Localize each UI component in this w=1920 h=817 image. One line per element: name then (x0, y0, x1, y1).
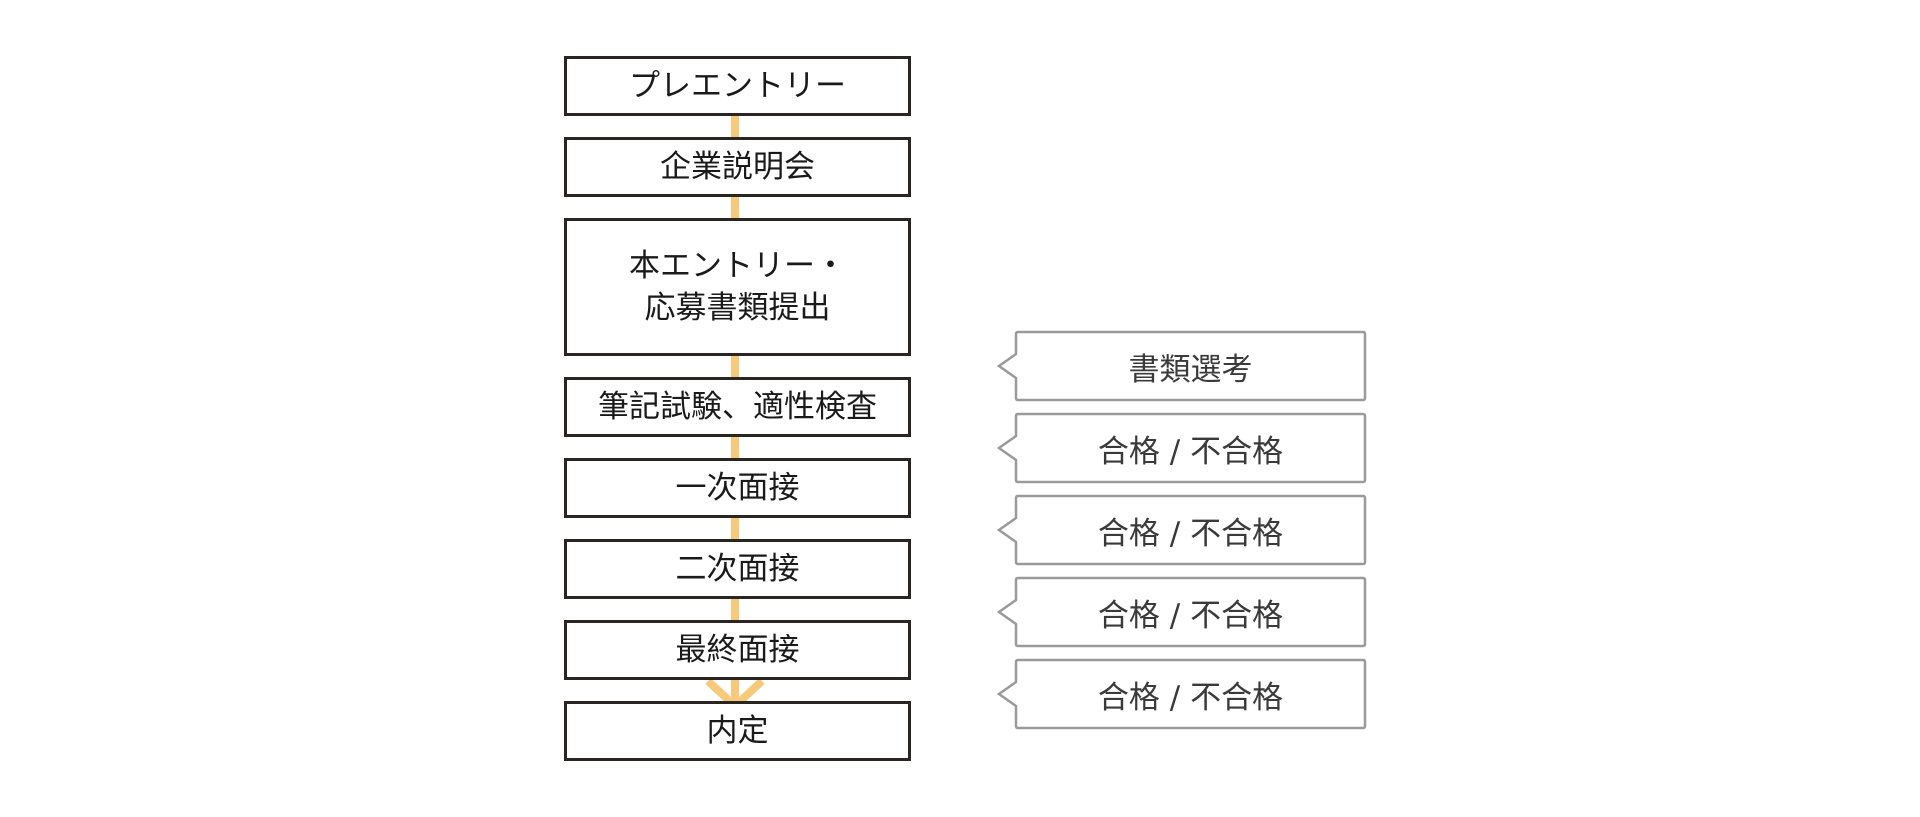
step-offer: 内定 (564, 701, 911, 761)
step-label: 二次面接 (675, 551, 800, 587)
step-label: プレエントリー (629, 68, 846, 104)
result-second-interview: 合格 / 不合格 (996, 576, 1367, 648)
result-label: 書類選考 (1128, 351, 1253, 388)
step-label-line-2: 応募書類提出 (644, 290, 831, 326)
step-entry-documents: 本エントリー・ 応募書類提出 (564, 218, 911, 356)
step-pre-entry: プレエントリー (564, 56, 911, 116)
step-label: 企業説明会 (660, 149, 815, 185)
callout-shape (996, 576, 1367, 648)
step-final-interview: 最終面接 (564, 620, 911, 680)
step-label: 一次面接 (675, 470, 800, 506)
result-document-screening: 書類選考 (996, 330, 1367, 402)
result-label: 合格 / 不合格 (1097, 679, 1284, 716)
result-final-interview: 合格 / 不合格 (996, 658, 1367, 730)
connector-3 (731, 356, 739, 379)
callout-shape (996, 412, 1367, 484)
step-written-test: 筆記試験、適性検査 (564, 377, 911, 437)
connector-1 (731, 116, 739, 139)
connector-5 (731, 518, 739, 541)
step-company-briefing: 企業説明会 (564, 137, 911, 197)
step-label: 筆記試験、適性検査 (598, 389, 877, 425)
result-written-test: 合格 / 不合格 (996, 412, 1367, 484)
step-second-interview: 二次面接 (564, 539, 911, 599)
connector-6 (731, 599, 739, 622)
step-first-interview: 一次面接 (564, 458, 911, 518)
callout-shape (996, 330, 1367, 402)
result-first-interview: 合格 / 不合格 (996, 494, 1367, 566)
step-label-line-1: 本エントリー・ (629, 248, 846, 284)
step-label: 最終面接 (675, 632, 800, 668)
result-label: 合格 / 不合格 (1097, 515, 1284, 552)
callout-shape (996, 494, 1367, 566)
callout-shape (996, 658, 1367, 730)
connector-2 (731, 197, 739, 220)
result-label: 合格 / 不合格 (1097, 597, 1284, 634)
step-label: 内定 (706, 713, 769, 749)
connector-4 (731, 437, 739, 460)
result-label: 合格 / 不合格 (1097, 433, 1284, 470)
